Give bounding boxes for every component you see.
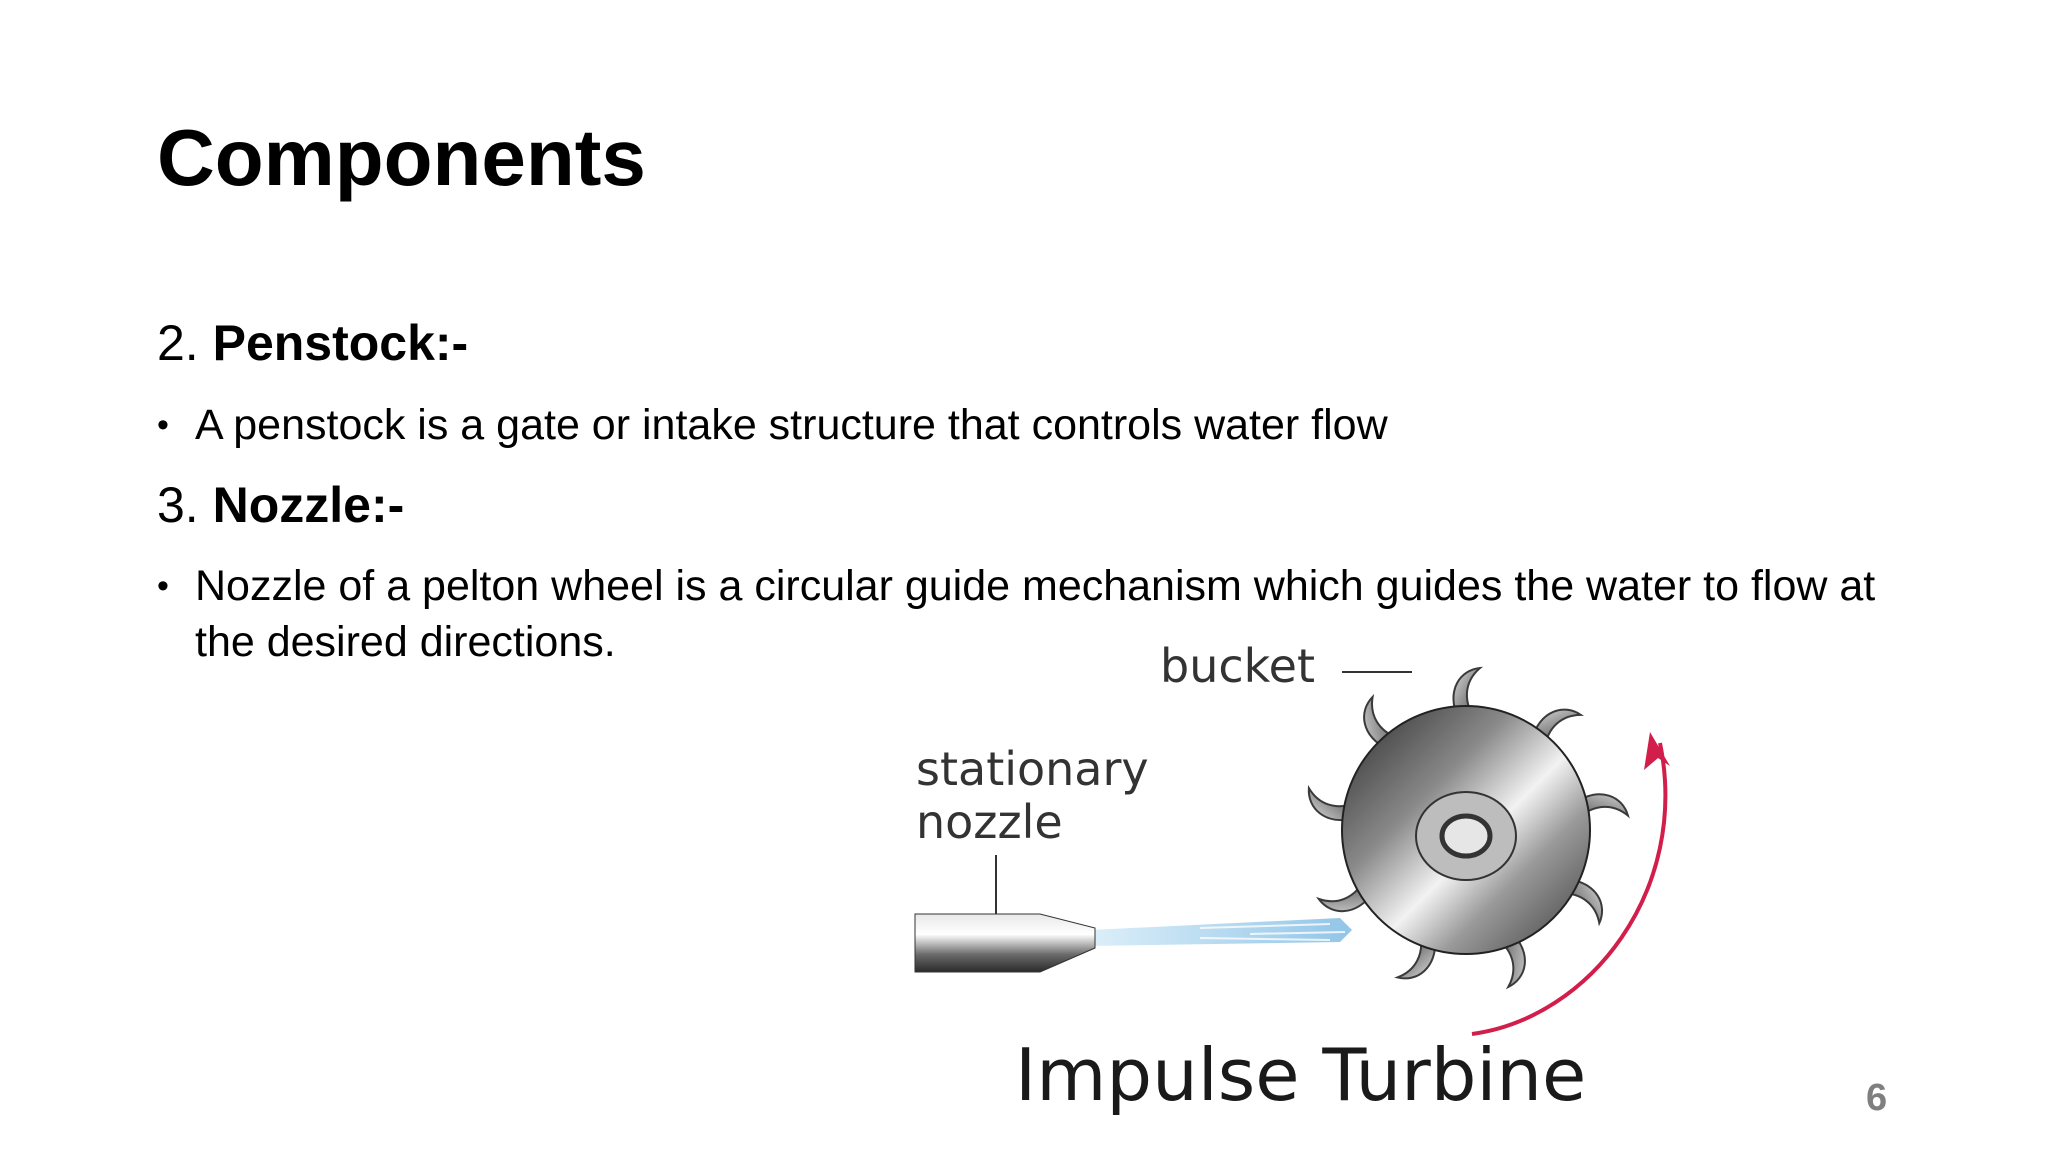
impulse-turbine-diagram: bucket stationary nozzle	[914, 639, 1670, 1117]
section-name: Penstock:-	[212, 315, 469, 371]
slide-title: Components	[157, 113, 646, 202]
bullet-marker: •	[157, 567, 169, 605]
section-number: 2.	[157, 315, 213, 371]
bucket-label: bucket	[1160, 639, 1315, 693]
figure-caption: Impulse Turbine	[1015, 1033, 1586, 1117]
bullet-marker: •	[157, 406, 169, 444]
impulse-turbine-figure: bucket stationary nozzle	[900, 630, 1760, 1152]
bullet-text: Nozzle of a pelton wheel is a circular g…	[195, 562, 1876, 666]
bullet-text: A penstock is a gate or intake structure…	[195, 401, 1388, 449]
nozzle-body	[914, 913, 1096, 973]
section-heading-penstock: 2. Penstock:-	[157, 318, 468, 368]
section-number: 3.	[157, 477, 213, 533]
nozzle-label-line1: stationary	[916, 742, 1149, 796]
nozzle-label-line2: nozzle	[916, 795, 1063, 849]
water-jet-spray	[1199, 923, 1346, 941]
rotation-arrow	[1471, 742, 1668, 1036]
wheel-hub-inner	[1439, 813, 1493, 859]
section-name: Nozzle:-	[212, 477, 405, 533]
page-number: 6	[1866, 1077, 1888, 1119]
rotation-arrowhead-icon	[1644, 732, 1670, 770]
bullet-nozzle: • Nozzle of a pelton wheel is a circular…	[157, 558, 1907, 670]
section-heading-nozzle: 3. Nozzle:-	[157, 480, 404, 530]
bullet-penstock: • A penstock is a gate or intake structu…	[157, 397, 1907, 453]
